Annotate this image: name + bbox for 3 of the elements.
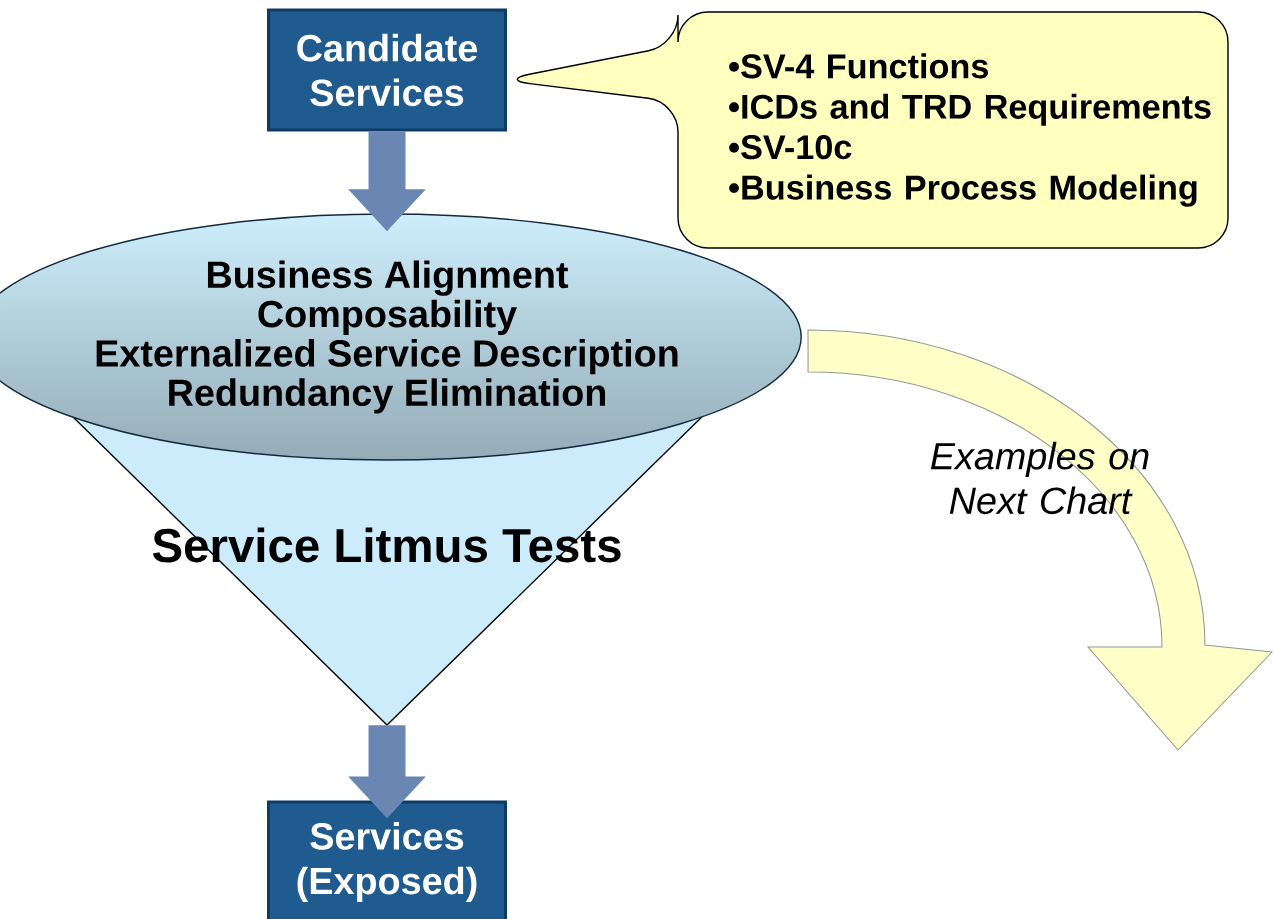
process-box: Services (Exposed) — [267, 800, 507, 919]
callout-bubble: •SV-4 Functions •ICDs and TRD Requirements •SV-10c •Business Process Modeling — [516, 11, 1229, 249]
process-box: Candidate Services — [267, 8, 507, 132]
